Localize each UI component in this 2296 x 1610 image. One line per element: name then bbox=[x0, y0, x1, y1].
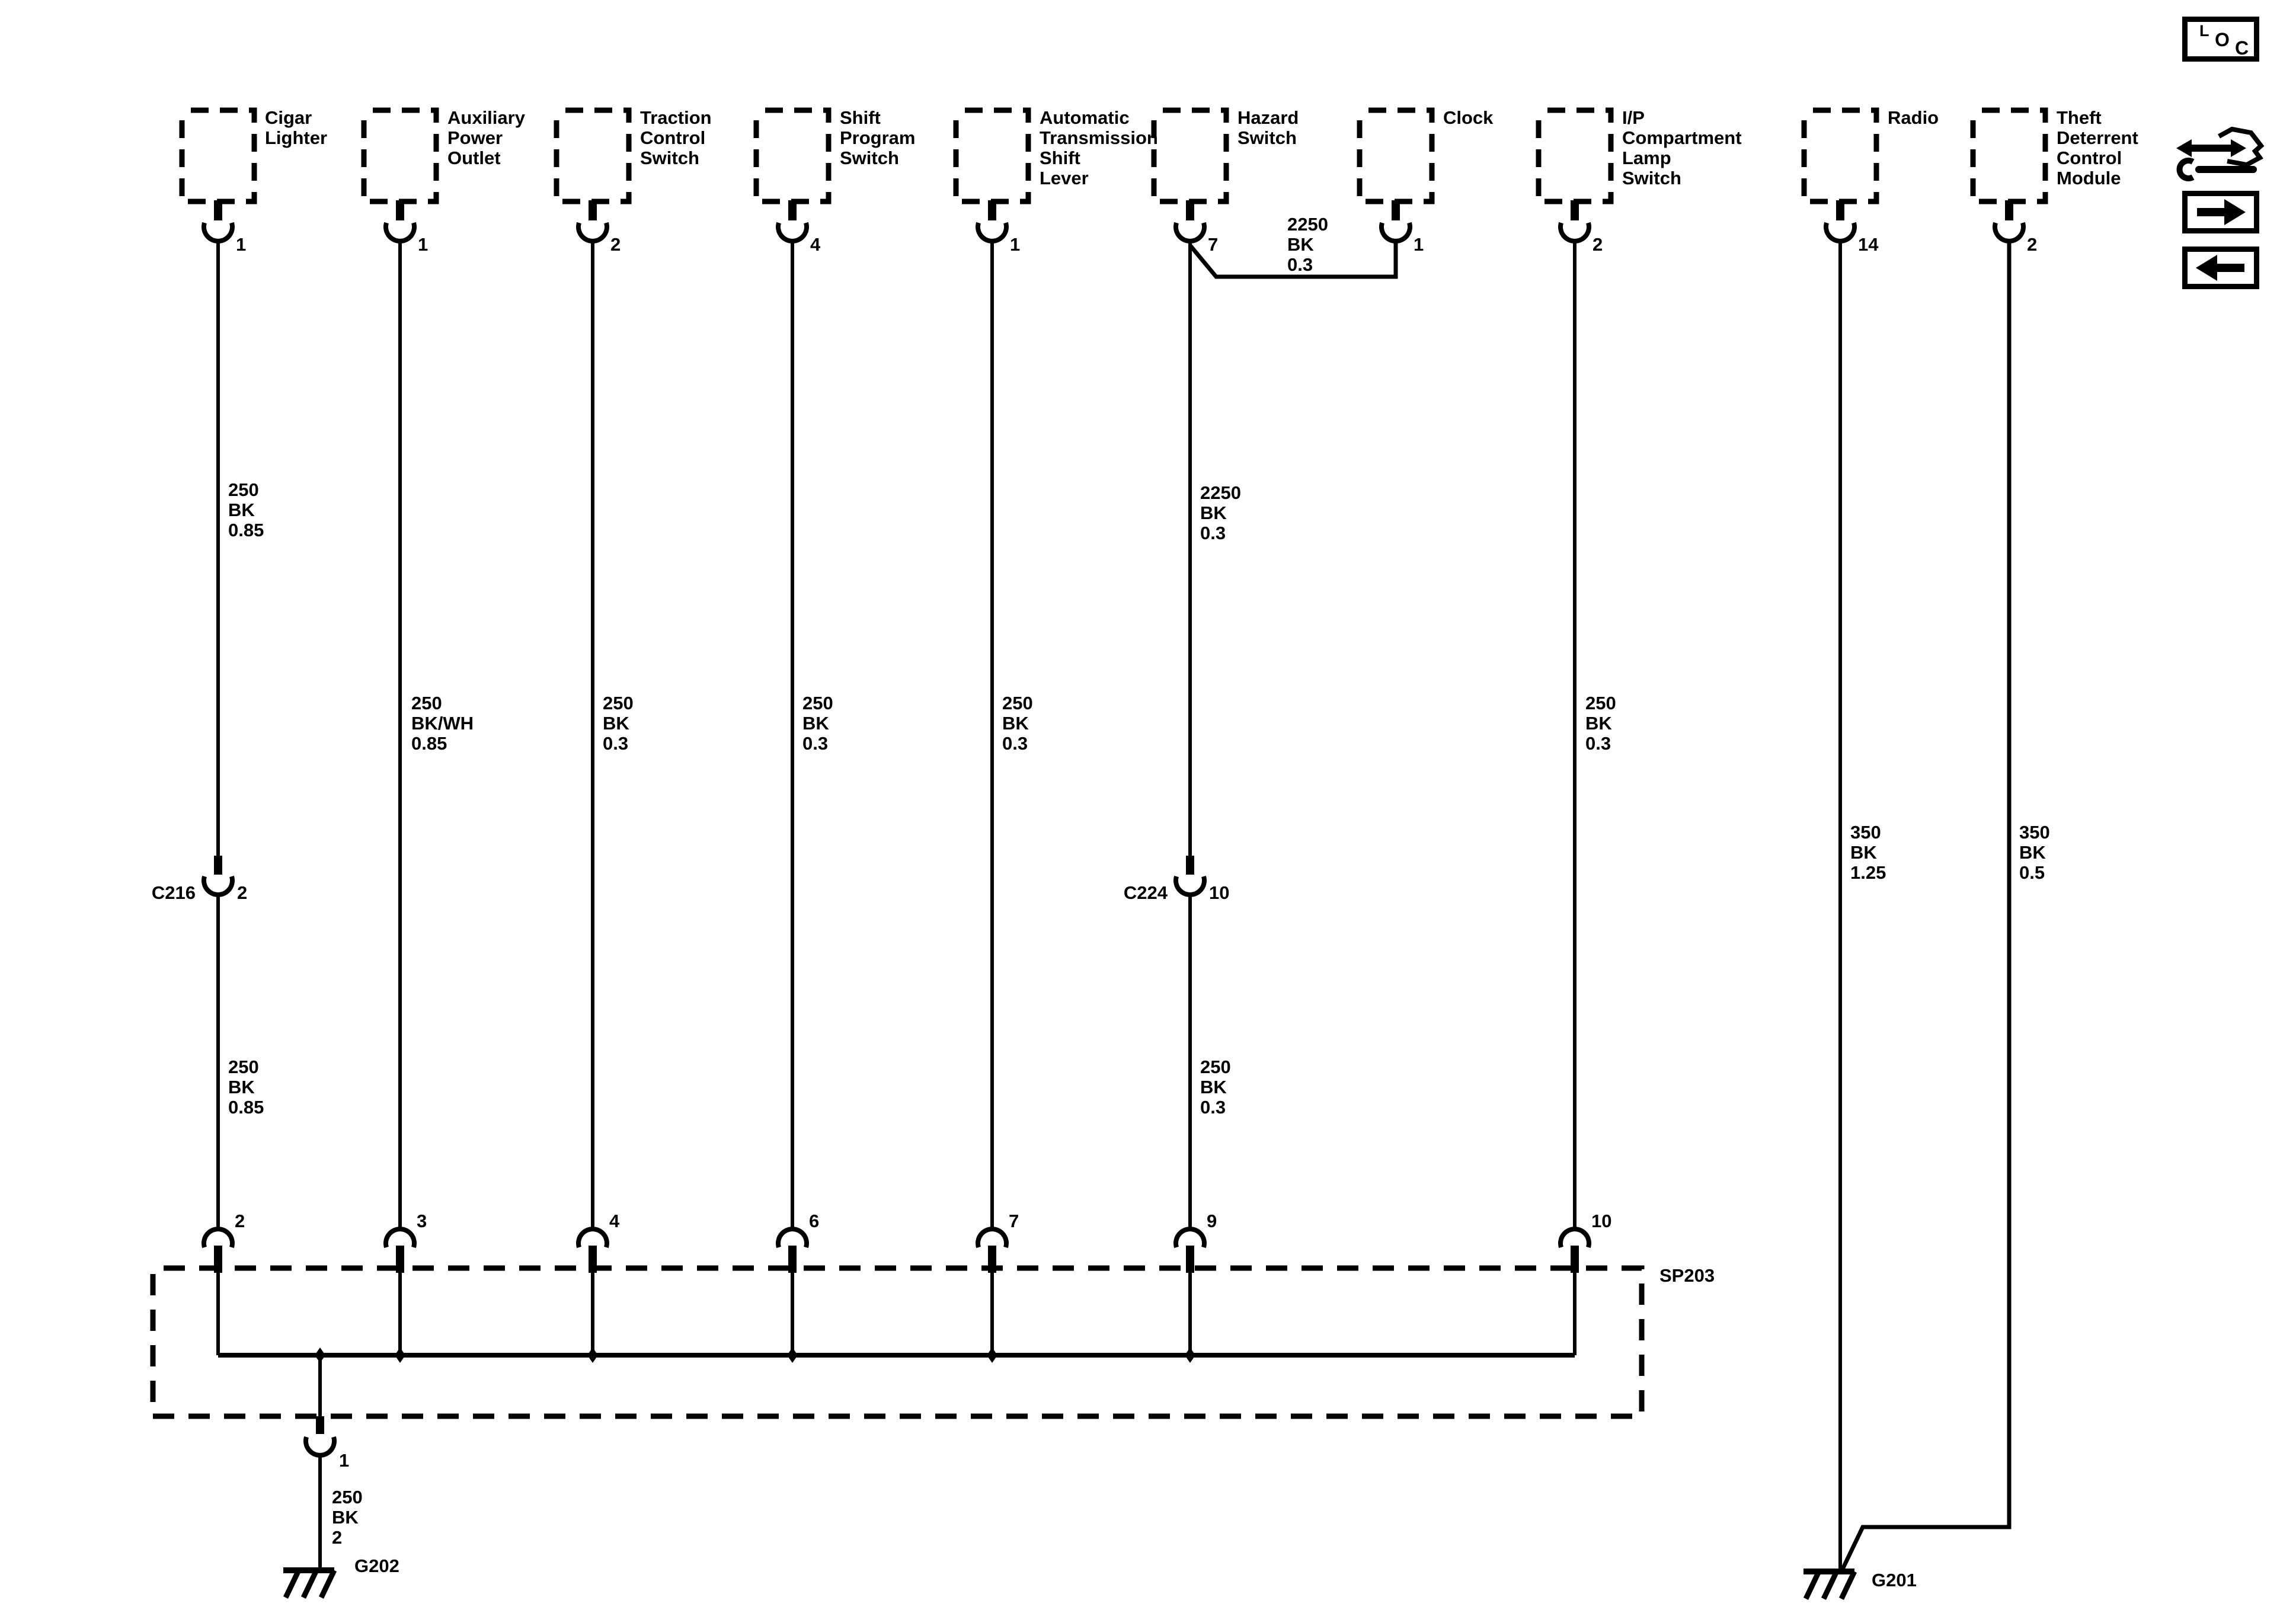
pin-number: 2 bbox=[1593, 234, 1603, 255]
ground-symbol-g201 bbox=[1803, 1571, 1854, 1599]
component-box-aux-power-outlet[interactable] bbox=[364, 110, 436, 201]
component-box-radio[interactable] bbox=[1804, 110, 1876, 201]
arrow-left-icon bbox=[2196, 255, 2244, 281]
splice-pin: 10 bbox=[1591, 1211, 1612, 1231]
connector-id-c224: C224 bbox=[1123, 882, 1168, 903]
component-box-ip-lamp-switch[interactable] bbox=[1539, 110, 1611, 201]
component-label: Clock bbox=[1443, 107, 1494, 128]
wire-label: 250 BK 0.3 bbox=[1200, 1057, 1231, 1118]
splice-pin: 7 bbox=[1009, 1211, 1019, 1231]
ground-label-g201: G201 bbox=[1872, 1570, 1917, 1590]
wire-label: 250 BK 0.3 bbox=[1002, 693, 1033, 754]
top-connector-cups bbox=[204, 223, 2023, 241]
component-label: Auxiliary Power Outlet bbox=[447, 107, 525, 168]
pin-number: 4 bbox=[810, 234, 821, 255]
wire-label: 350 BK 1.25 bbox=[1850, 822, 1886, 883]
wire-label: 250 BK 0.3 bbox=[1585, 693, 1616, 754]
pin-number: 1 bbox=[418, 234, 428, 255]
splice-bus bbox=[218, 1347, 1575, 1363]
splice-ground-pin: 1 bbox=[339, 1450, 350, 1471]
arrow-right-icon bbox=[2197, 199, 2246, 225]
pin-number: 2 bbox=[2027, 234, 2038, 255]
next-page-button[interactable] bbox=[2182, 191, 2259, 233]
inline-connector-c216 bbox=[204, 856, 232, 895]
previous-page-button[interactable] bbox=[2182, 247, 2259, 289]
connector-pin: 2 bbox=[237, 882, 248, 903]
component-label: Theft Deterrent Control Module bbox=[2057, 107, 2138, 188]
loc-letter-c: C bbox=[2235, 37, 2249, 59]
loc-letter-l: L bbox=[2199, 22, 2209, 40]
splice-pin: 6 bbox=[809, 1211, 820, 1231]
component-label: Shift Program Switch bbox=[840, 107, 916, 168]
pin-number: 14 bbox=[1858, 234, 1879, 255]
component-box-cigar-lighter[interactable] bbox=[182, 110, 254, 201]
component-box-shift-program[interactable] bbox=[756, 110, 829, 201]
splice-ground-drop bbox=[306, 1355, 334, 1570]
connector-id-c216: C216 bbox=[151, 882, 196, 903]
wire-label: 2250 BK 0.3 bbox=[1200, 482, 1241, 543]
component-label: Traction Control Switch bbox=[640, 107, 712, 168]
wire-label: 250 BK/WH 0.85 bbox=[411, 693, 474, 754]
splice-pin: 3 bbox=[417, 1211, 427, 1231]
connector-pin: 10 bbox=[1209, 882, 1230, 903]
component-box-theft-module[interactable] bbox=[1973, 110, 2045, 201]
component-box-clock[interactable] bbox=[1360, 110, 1432, 201]
component-box-hazard-switch[interactable] bbox=[1154, 110, 1226, 201]
wire-label: 250 BK 0.3 bbox=[603, 693, 634, 754]
pin-number: 1 bbox=[1414, 234, 1424, 255]
wire-label: 350 BK 0.5 bbox=[2019, 822, 2050, 883]
wire-label: 250 BK 0.85 bbox=[228, 479, 264, 540]
component-label: Cigar Lighter bbox=[265, 107, 328, 148]
wire-label: 2250 BK 0.3 bbox=[1287, 214, 1328, 275]
splice-pin: 2 bbox=[235, 1211, 245, 1231]
component-box-trans-shift-lever[interactable] bbox=[956, 110, 1028, 201]
component-label: I/P Compartment Lamp Switch bbox=[1622, 107, 1742, 188]
splice-id-sp203: SP203 bbox=[1659, 1265, 1715, 1286]
wire-label: 250 BK 2 bbox=[332, 1487, 363, 1548]
ground-label-g202: G202 bbox=[354, 1555, 399, 1576]
splice-pin: 4 bbox=[609, 1211, 620, 1231]
wire-label: 250 BK 0.3 bbox=[802, 693, 833, 754]
loc-badge[interactable]: L O C bbox=[2182, 17, 2259, 62]
component-box-traction-switch[interactable] bbox=[557, 110, 629, 201]
wires bbox=[216, 242, 2012, 1573]
pin-number: 7 bbox=[1208, 234, 1219, 255]
pin-number: 1 bbox=[236, 234, 247, 255]
component-label: Automatic Transmission Shift Lever bbox=[1040, 107, 1158, 188]
pin-number: 2 bbox=[610, 234, 621, 255]
component-label: Radio bbox=[1888, 107, 1939, 128]
top-connector-stubs bbox=[214, 200, 2013, 220]
component-label: Hazard Switch bbox=[1237, 107, 1299, 148]
ground-symbol-g202 bbox=[283, 1570, 334, 1598]
pin-number: 1 bbox=[1010, 234, 1021, 255]
inline-connector-c224 bbox=[1176, 856, 1204, 895]
splice-box-sp203 bbox=[150, 1265, 1645, 1419]
wire-label: 250 BK 0.85 bbox=[228, 1057, 264, 1118]
loc-letter-o: O bbox=[2215, 29, 2230, 50]
splice-pin: 9 bbox=[1207, 1211, 1217, 1231]
wrench-navigate-icon[interactable] bbox=[2176, 123, 2268, 183]
splice-pin-connectors bbox=[204, 1229, 1589, 1355]
